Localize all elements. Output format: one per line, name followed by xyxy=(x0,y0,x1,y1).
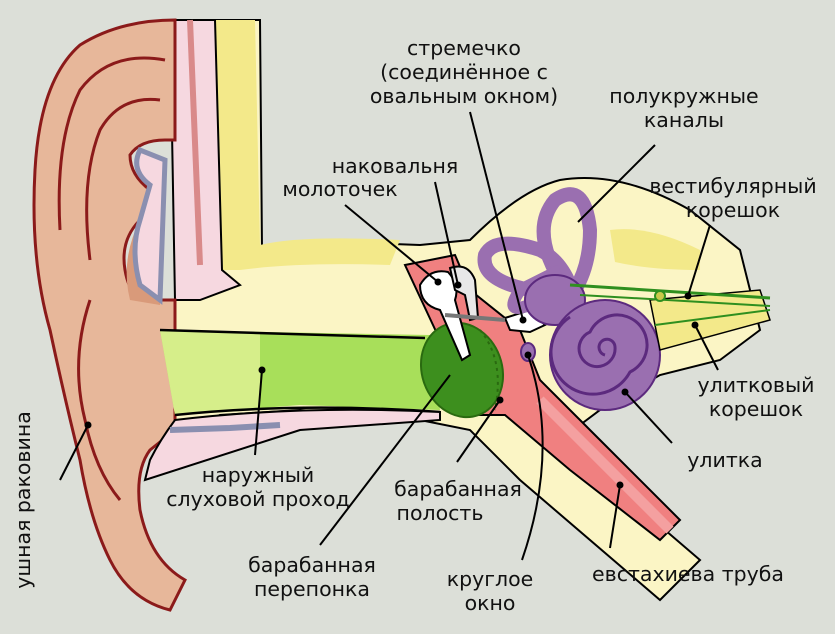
label-vestibular-2: корешок xyxy=(686,198,780,222)
vestibular-nerve-line-2 xyxy=(579,294,771,307)
vestibular-nerve-line-1 xyxy=(569,283,771,300)
label-cochlea: улитка xyxy=(687,448,762,472)
lead-canals xyxy=(577,144,656,223)
label-canal-2: слуховой проход xyxy=(166,487,349,511)
dot-stirrup xyxy=(519,316,527,324)
leader-lines xyxy=(59,111,719,561)
label-stirrup-2: (соединённое с xyxy=(380,60,548,84)
lead-anvil xyxy=(434,181,459,286)
bone-yellow-upper xyxy=(215,20,400,270)
label-auricle: ушная раковина xyxy=(11,411,35,589)
label-membrane-1: барабанная xyxy=(248,553,376,577)
auricle-fold-1 xyxy=(57,56,166,231)
label-round-2: окно xyxy=(465,591,516,615)
lead-hammer xyxy=(344,204,439,283)
label-canal-1: наружный xyxy=(202,463,315,487)
lead-eustachian xyxy=(609,484,621,549)
eardrum-dotted xyxy=(479,329,499,411)
dot-cavity xyxy=(496,396,504,404)
lead-stirrup xyxy=(469,111,524,321)
label-hammer: молоточек xyxy=(282,177,397,201)
ossicle-ligament xyxy=(444,313,506,322)
lead-cavity xyxy=(456,399,501,463)
ear-canal-grey xyxy=(169,422,281,433)
dot-cochlear xyxy=(691,321,699,329)
cochlea-spiral xyxy=(549,313,649,396)
label-anvil: наковальня xyxy=(332,154,458,178)
label-stirrup-1: стремечко xyxy=(407,36,521,60)
dot-canal xyxy=(258,366,266,374)
cochlear-nerve-line xyxy=(654,309,771,326)
dot-cochlea xyxy=(621,388,629,396)
semicircular-canal-2 xyxy=(477,236,577,297)
bone-yellow-right xyxy=(610,229,700,270)
dot-anvil xyxy=(454,281,462,289)
label-stirrup-3: овальным окном) xyxy=(370,84,558,108)
label-vestibular-1: вестибулярный xyxy=(649,174,816,198)
ear-canal-light xyxy=(160,330,260,415)
label-round-1: круглое xyxy=(447,567,534,591)
lead-round xyxy=(521,354,544,561)
vestibular-ganglion xyxy=(654,290,666,302)
cartilage-line xyxy=(187,19,203,266)
lead-cochlea xyxy=(624,391,673,444)
labyrinth xyxy=(477,187,661,411)
label-eustachian: евстахиева труба xyxy=(592,562,784,586)
semicircular-canal-1 xyxy=(536,187,598,294)
label-membrane-2: перепонка xyxy=(254,577,370,601)
ear-canal-top-line xyxy=(159,328,426,340)
label-cochlear-2: корешок xyxy=(709,397,803,421)
auricle-shape xyxy=(32,18,187,612)
lead-vestibular xyxy=(687,224,711,297)
dot-vestibular xyxy=(684,292,692,300)
lead-membrane xyxy=(319,374,451,546)
dot-auricle xyxy=(84,421,92,429)
label-cochlear-1: улитковый xyxy=(697,373,814,397)
label-cavity-2: полость xyxy=(397,501,484,525)
label-canals-2: каналы xyxy=(644,108,724,132)
lead-auricle xyxy=(59,424,89,481)
auricle-fold-3 xyxy=(77,299,122,501)
lead-cochlear xyxy=(694,324,719,371)
label-canals-1: полукружные xyxy=(609,84,758,108)
lead-canal xyxy=(254,369,263,456)
label-cavity-1: барабанная xyxy=(394,477,522,501)
auricle-cartilage-grey xyxy=(132,146,168,305)
eustachian-tube-inner xyxy=(536,396,674,534)
dot-hammer xyxy=(434,278,442,286)
dot-round xyxy=(524,351,532,359)
dot-eustachian xyxy=(616,481,624,489)
labels: стремечко (соединённое с овальным окном)… xyxy=(11,36,817,615)
auricle-fold-2 xyxy=(85,97,161,261)
